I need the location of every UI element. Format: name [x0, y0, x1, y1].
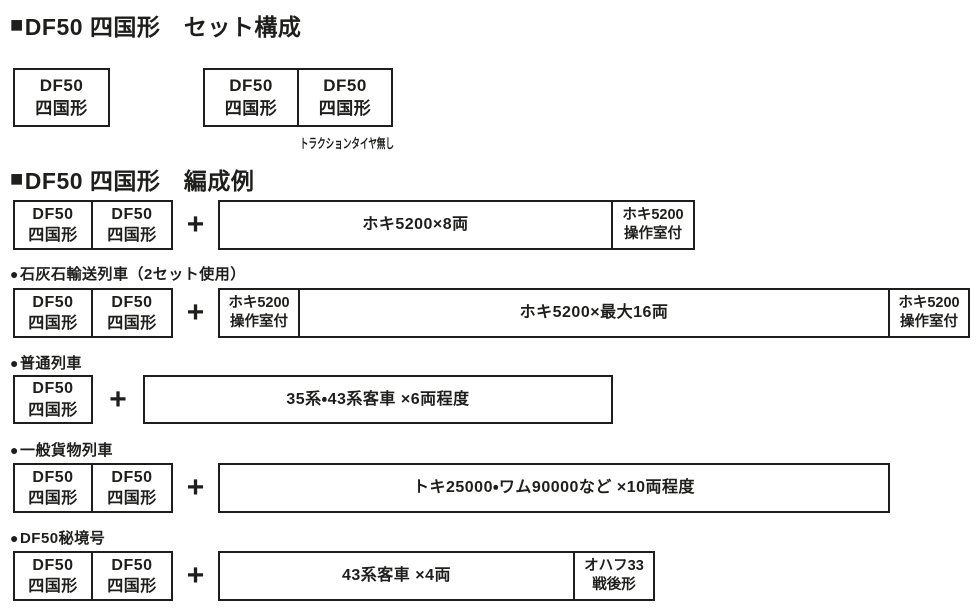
train-box-df50-pair-1: DF50 四国形 [203, 68, 299, 127]
formation-label-freight: ● 一般貨物列車 [10, 439, 113, 460]
train-box-df50-single-set: DF50 四国形 [13, 68, 110, 127]
bullet-icon: ● [10, 354, 19, 371]
train-box-df50: DF50 四国形 [13, 200, 93, 250]
section-title-formation-examples: ■ DF50 四国形 編成例 [10, 162, 254, 196]
formation-label-limestone-text: 石灰石輸送列車（2セット使用） [19, 266, 246, 283]
formation-label-local: ● 普通列車 [10, 352, 82, 373]
train-box-hoki5200-cab: ホキ5200 操作室付 [218, 288, 300, 338]
bullet-icon: ● [10, 441, 19, 458]
train-box-df50: DF50 四国形 [13, 463, 93, 513]
plus-sign: + [186, 296, 205, 329]
train-box-coach-35-43: 35系・43系客車 ×6両程度 [143, 375, 613, 424]
train-box-hoki5200-max16: ホキ5200×最大16両 [298, 288, 890, 338]
formation-label-limestone: ● 石灰石輸送列車（2セット使用） [10, 263, 246, 284]
section-title-set-composition: ■ DF50 四国形 セット構成 [10, 8, 301, 42]
train-box-hoki5200-cab: ホキ5200 操作室付 [611, 200, 695, 250]
train-box-ohafu33: オハフ33 戦後形 [573, 551, 655, 601]
plus-sign: + [186, 208, 205, 241]
train-box-df50: DF50 四国形 [13, 551, 93, 601]
train-box-df50: DF50 四国形 [91, 463, 173, 513]
plus-sign: + [186, 471, 205, 504]
black-square-marker-icon: ■ [10, 12, 24, 37]
formation-label-local-text: 普通列車 [19, 355, 82, 372]
formation-label-hikyo: ● DF50秘境号 [10, 527, 105, 548]
train-box-df50: DF50 四国形 [91, 288, 173, 338]
train-box-df50: DF50 四国形 [91, 551, 173, 601]
train-box-coach-43-x4: 43系客車 ×4両 [218, 551, 575, 601]
bullet-icon: ● [10, 529, 19, 546]
formation-label-freight-text: 一般貨物列車 [19, 442, 113, 459]
traction-tire-note: トラクションタイヤ無し [299, 136, 395, 151]
train-box-hoki5200-cab: ホキ5200 操作室付 [888, 288, 970, 338]
train-box-df50: DF50 四国形 [91, 200, 173, 250]
black-square-marker-icon: ■ [10, 166, 24, 191]
train-box-df50-pair-2: DF50 四国形 [297, 68, 393, 127]
section-title-set-composition-text: DF50 四国形 セット構成 [24, 14, 302, 40]
train-box-df50: DF50 四国形 [13, 288, 93, 338]
plus-sign: + [109, 382, 127, 416]
section-title-formation-examples-text: DF50 四国形 編成例 [24, 168, 255, 194]
bullet-icon: ● [10, 265, 19, 282]
train-box-freight-toki-wamu: トキ25000・ワム90000など ×10両程度 [218, 463, 890, 513]
train-box-hoki5200-x8: ホキ5200×8両 [218, 200, 613, 250]
plus-sign: + [186, 559, 205, 592]
train-box-df50: DF50 四国形 [13, 375, 93, 424]
formation-label-hikyo-text: DF50秘境号 [19, 530, 106, 547]
